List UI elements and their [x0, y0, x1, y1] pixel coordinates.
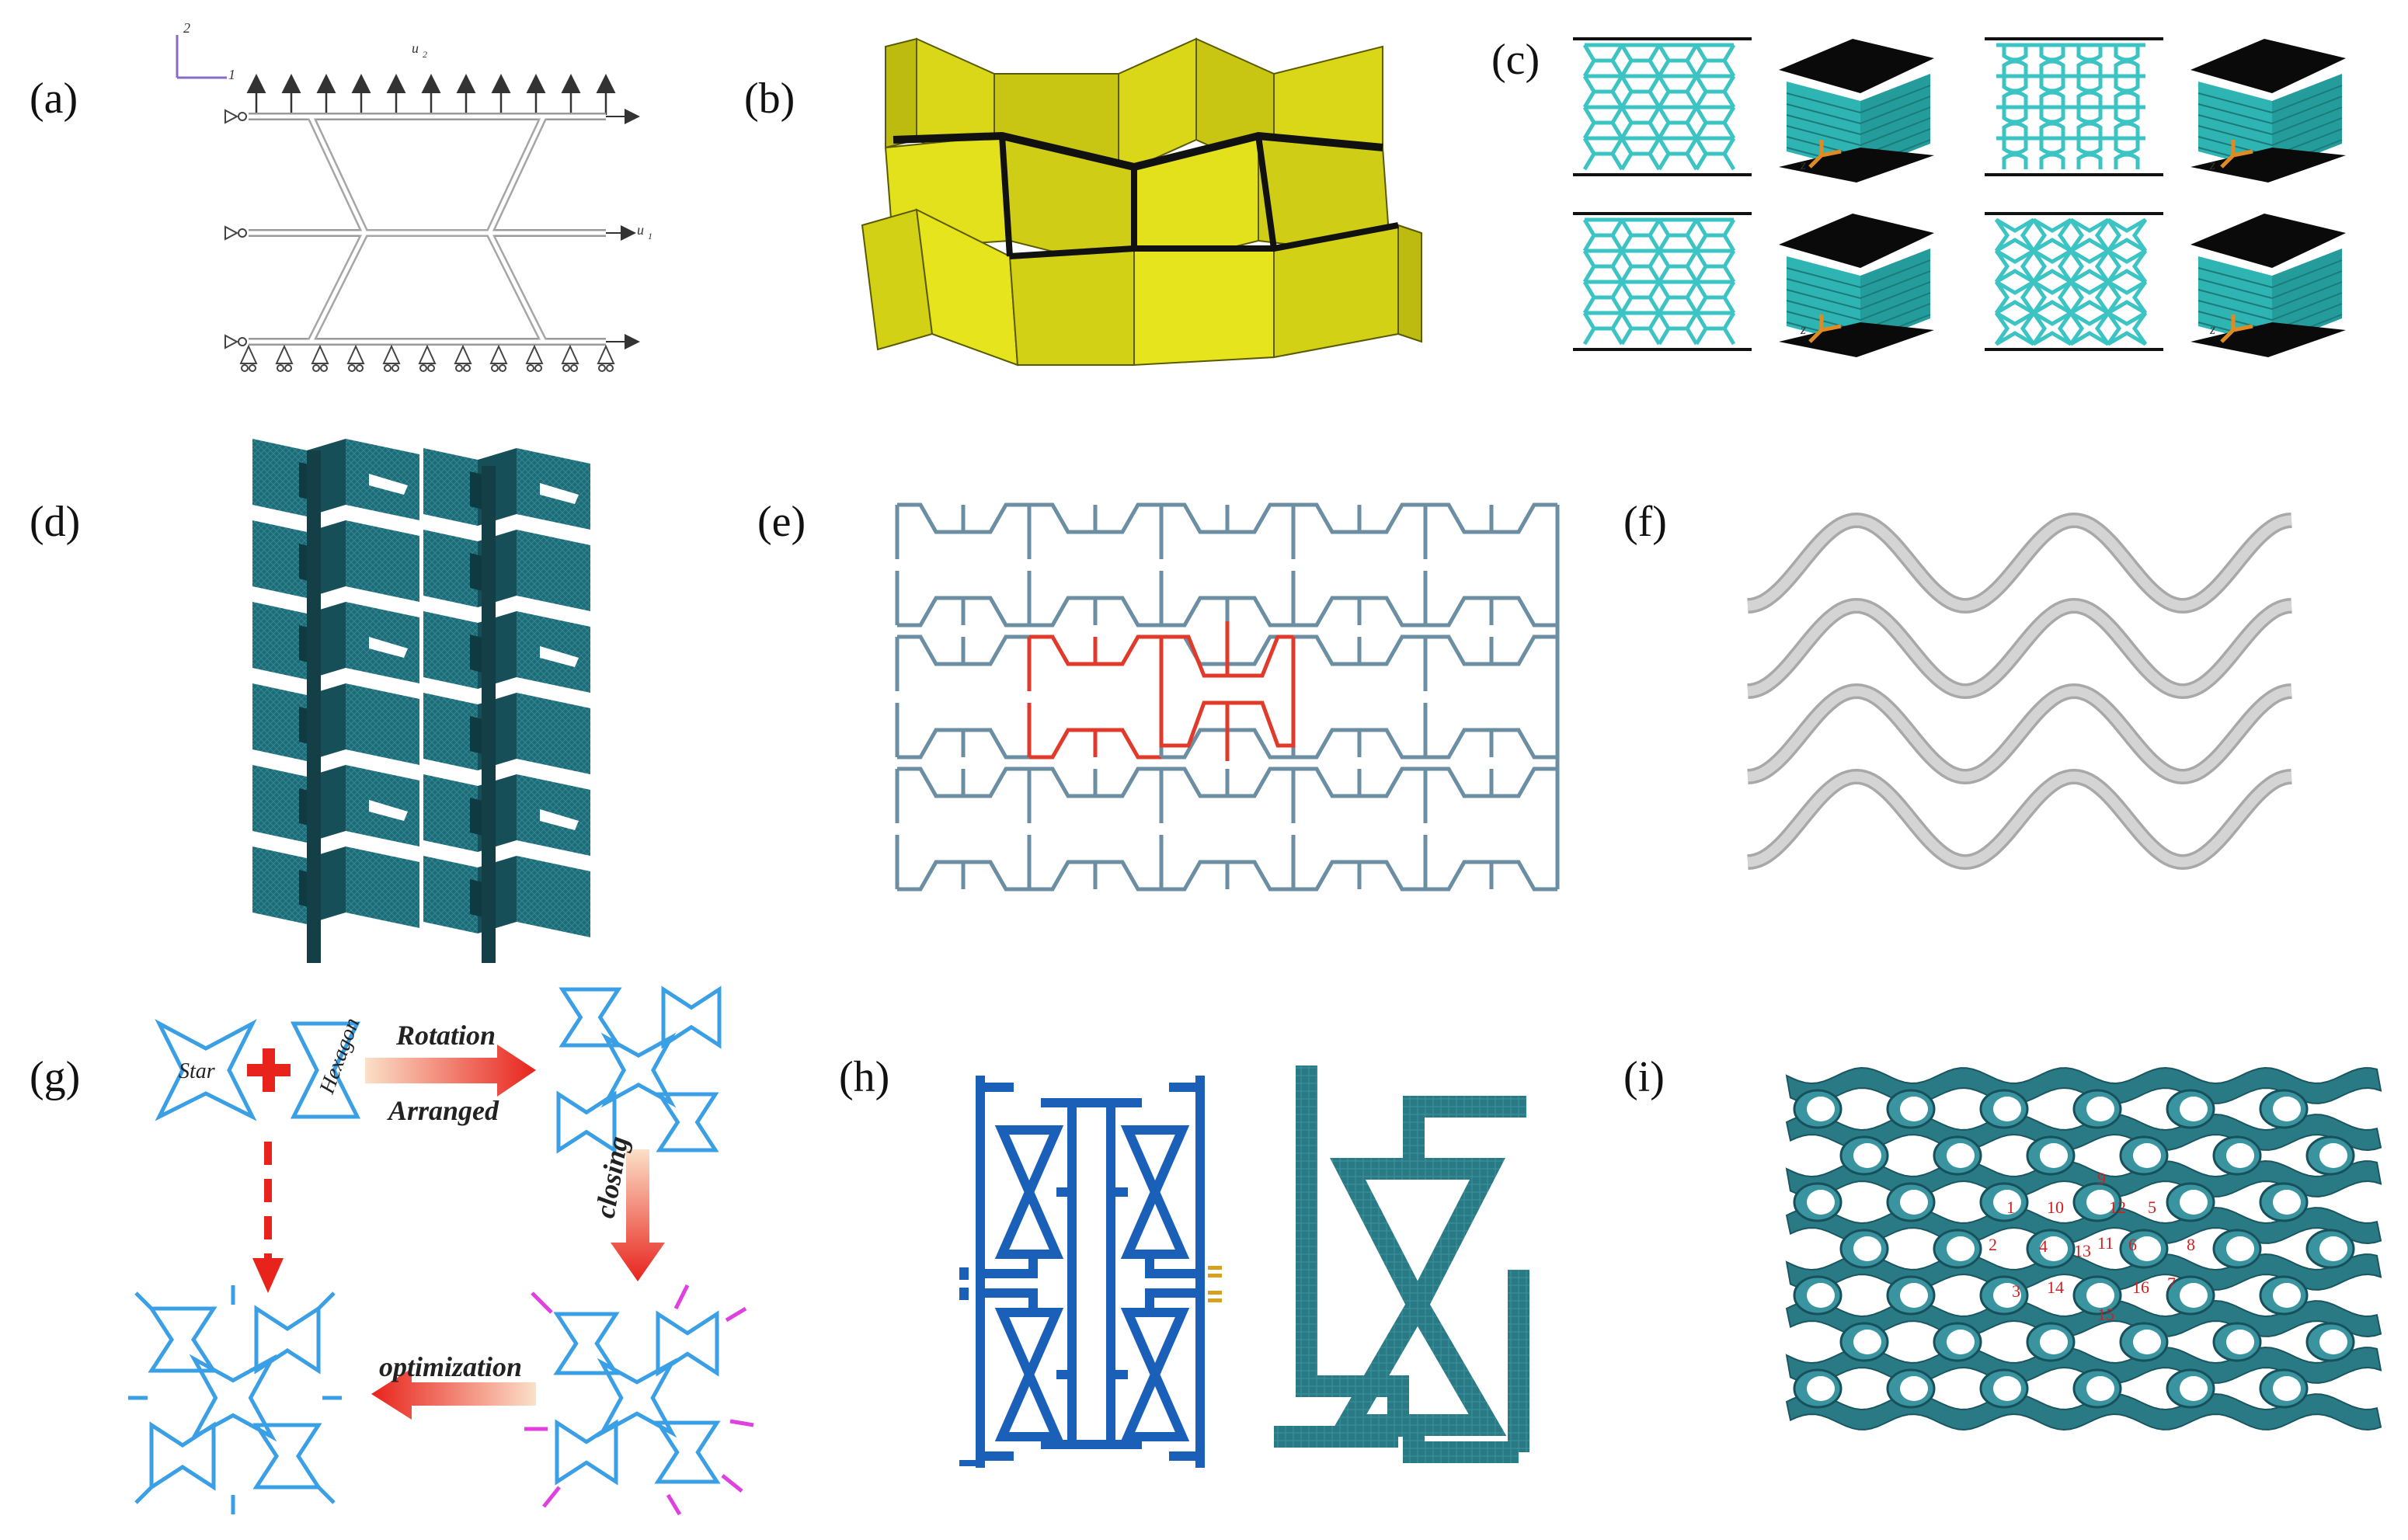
node-number: 11: [2097, 1233, 2114, 1253]
optimized-cluster: [128, 1285, 342, 1514]
closing-arrow: [611, 1149, 665, 1281]
panel-h-label: (h): [839, 1053, 889, 1101]
node-number: 9: [2097, 1169, 2106, 1188]
sinusoidal-ribbons: [1747, 512, 2292, 871]
panel-g-label: (g): [30, 1053, 80, 1101]
arranged-text: Arranged: [387, 1095, 499, 1126]
axis-y-label: 2: [183, 20, 190, 36]
node-number: 10: [2047, 1198, 2064, 1217]
node-number: 14: [2047, 1278, 2064, 1297]
star-unit: [155, 1019, 257, 1121]
node-number: 12: [2109, 1198, 2126, 1217]
panel-d: (d): [30, 439, 590, 963]
panel-e-label: (e): [757, 498, 806, 546]
arranged-cluster: [556, 986, 722, 1154]
hexagon-text: Hexagon: [315, 1015, 364, 1098]
panel-h: (h): [839, 1053, 1529, 1468]
node-number: 7: [2167, 1274, 2176, 1293]
panel-b-label: (b): [744, 75, 795, 123]
u1-label: u: [637, 222, 644, 238]
teal-3d-boxes: [1779, 39, 2346, 357]
c-z-mark-3: z: [1800, 322, 1806, 337]
reentrant-lattice: [895, 502, 1560, 892]
beam-structure: [249, 113, 606, 346]
node-number: 3: [2012, 1281, 2020, 1301]
teal-3d-ribbon-lattice: [1785, 1066, 2382, 1431]
rotation-text: Rotation: [395, 1020, 496, 1051]
blue-structure-2d: [976, 1076, 1205, 1468]
axis-x-label: 1: [228, 67, 235, 82]
bottom-pin-supports: [239, 344, 615, 372]
node-number: 16: [2132, 1278, 2149, 1297]
yellow-honeycomb-3d: [861, 37, 1422, 367]
optimization-text: optimization: [379, 1351, 522, 1382]
node-number: 4: [2039, 1236, 2048, 1256]
node-number: 8: [2187, 1235, 2195, 1254]
panel-a-label: (a): [30, 75, 78, 123]
dark-teal-3d-lattice: [252, 439, 590, 963]
node-number: 6: [2128, 1235, 2137, 1254]
c-z-mark-4: z: [2209, 322, 2215, 337]
node-number: 15: [2097, 1305, 2114, 1324]
node-number: 13: [2074, 1241, 2091, 1260]
plus-sign: [247, 1048, 291, 1092]
hexagon-unit: [290, 1021, 361, 1119]
teal-unit-cell: [1274, 1065, 1529, 1463]
node-number: 5: [2148, 1198, 2156, 1217]
panel-b: (b): [744, 37, 1422, 367]
panel-c: (c) z z z z: [1491, 36, 2346, 357]
panel-c-label: (c): [1491, 36, 1540, 84]
u1-subscript: 1: [648, 231, 652, 242]
teal-lattice-tiles: [1573, 37, 2163, 351]
panel-d-label: (d): [30, 498, 80, 546]
closed-cluster: [524, 1284, 754, 1516]
c-z-mark-2: z: [2209, 157, 2215, 172]
panel-f: (f): [1623, 498, 2292, 871]
rotation-arrow: [365, 1045, 536, 1097]
panel-f-label: (f): [1623, 498, 1667, 546]
node-number: 2: [1989, 1235, 1997, 1254]
panel-a: (a) 2 1 u 2 u 1: [30, 20, 652, 372]
optimization-arrow: [371, 1368, 536, 1420]
panel-e: (e): [757, 498, 1560, 892]
node-number: 1: [2006, 1198, 2015, 1217]
axis-indicator: [176, 35, 227, 79]
star-text: Star: [179, 1059, 215, 1083]
u2-subscript: 2: [423, 49, 427, 60]
dashed-arrow: [252, 1142, 284, 1293]
panel-i-label: (i): [1623, 1053, 1665, 1101]
panel-g: (g) Star Hexagon Rotation Arranged closi…: [30, 986, 754, 1516]
left-roller-supports: [224, 109, 247, 349]
top-displacement-arrows: [246, 74, 616, 115]
c-z-mark-1: z: [1800, 157, 1806, 172]
h-end-pins: [959, 1267, 983, 1466]
u2-label: u: [412, 40, 419, 56]
h-right-markers: [1208, 1266, 1222, 1302]
